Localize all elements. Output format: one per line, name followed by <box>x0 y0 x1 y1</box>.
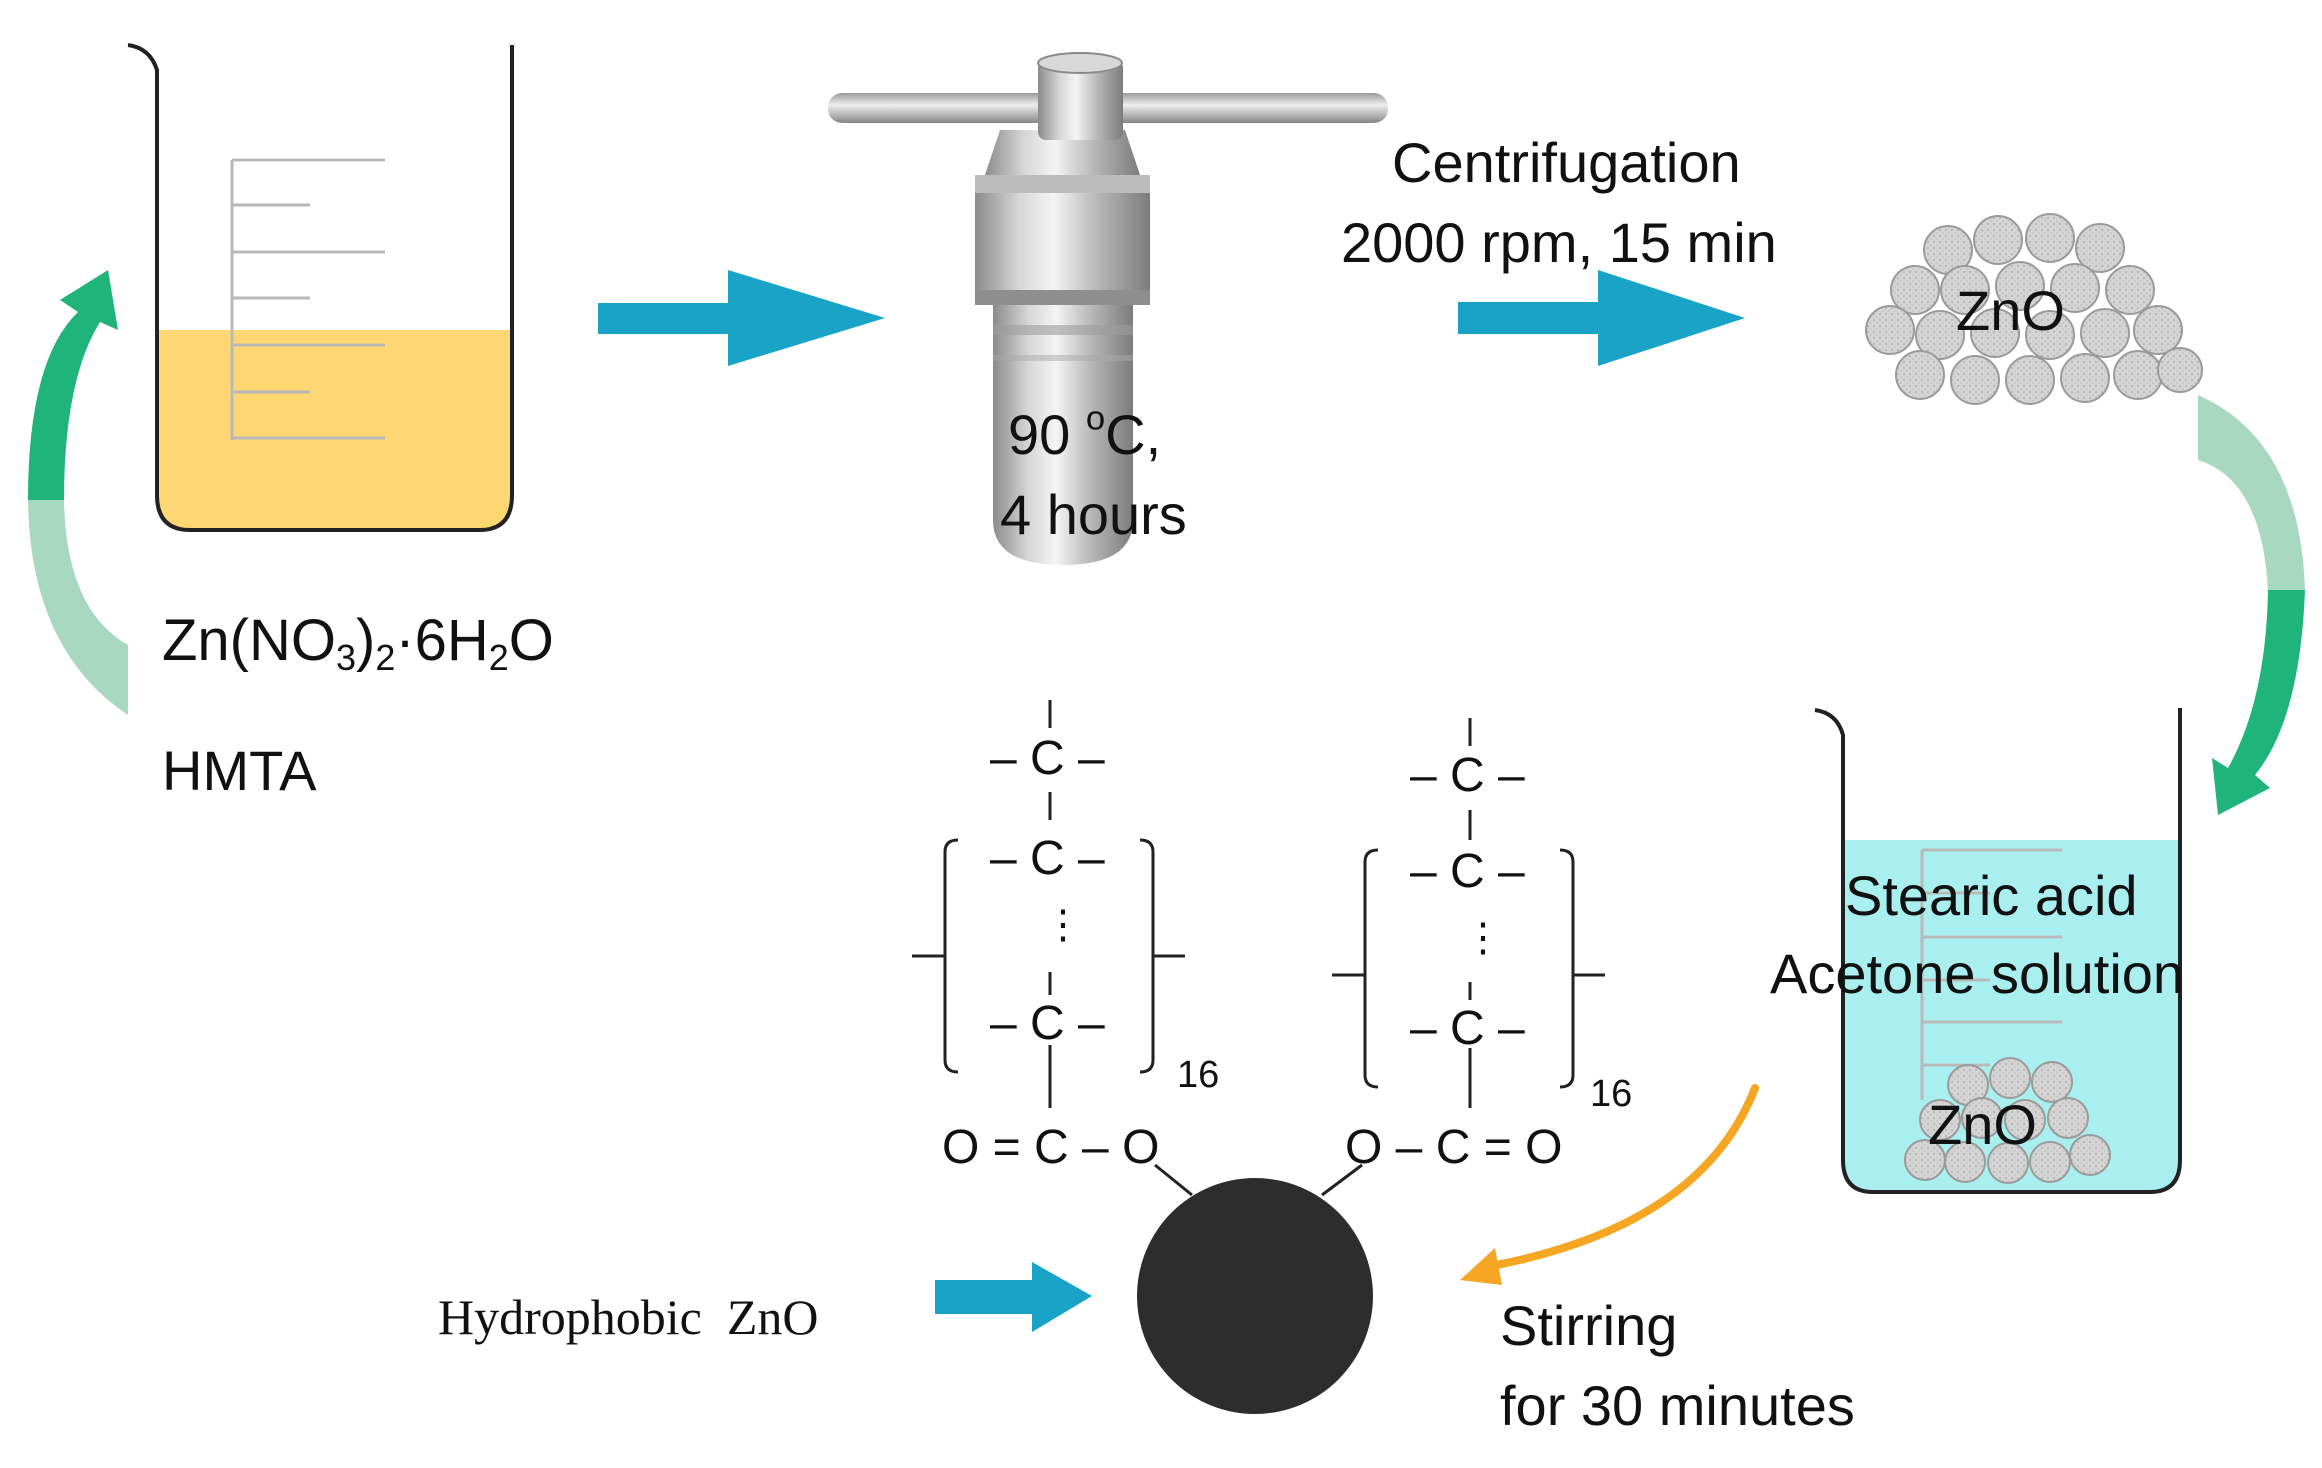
arrow-to-zno <box>1458 270 1745 366</box>
left-cycle-arrow <box>28 270 128 715</box>
solution-acetone: Acetone solution <box>1770 942 2185 1005</box>
right-arrow-green <box>2212 590 2305 815</box>
beaker-cyan-graduations <box>1920 848 2062 1100</box>
zno-core-particle <box>1137 1178 1373 1414</box>
zno-pile-label: ZnO <box>1956 279 2065 342</box>
beaker-zno-label: ZnO <box>1928 1093 2037 1156</box>
precursor-formula: Zn(NO3)2·6H2O <box>162 608 554 679</box>
left-arrow-faded <box>28 500 128 715</box>
product-label: Hydrophobic ZnO <box>438 1289 819 1345</box>
stearic-acid-structures <box>912 700 1605 1197</box>
precursor-hmta: HMTA <box>162 739 317 802</box>
left-chain-carbon-1: – C – <box>990 732 1105 785</box>
arrow-to-autoclave <box>598 270 885 366</box>
beaker-cyan <box>1814 708 2182 1194</box>
left-chain-carbon-2: – C – <box>990 832 1105 885</box>
beaker-yellow-outline <box>127 43 514 532</box>
stirring-arrow <box>1460 1084 1759 1285</box>
arrow-to-product <box>935 1262 1092 1332</box>
autoclave-reactor <box>828 52 1388 565</box>
stirring-arrow-curve <box>1476 1084 1759 1272</box>
left-chain-carbon-3: – C – <box>990 997 1105 1050</box>
left-chain-ellipsis: ⋮ <box>1043 903 1083 947</box>
beaker-yellow-solution <box>157 330 512 530</box>
beaker-yellow <box>127 43 514 532</box>
right-arrow-faded <box>2198 395 2305 590</box>
stirring-arrow-head <box>1460 1248 1502 1285</box>
solution-stearic-acid: Stearic acid <box>1845 864 2138 927</box>
left-chain-carboxyl: O = C – O <box>942 1121 1160 1174</box>
beaker-yellow-graduations <box>230 158 385 440</box>
right-chain-carbon-2: – C – <box>1410 845 1525 898</box>
centrifugation-title: Centrifugation <box>1392 131 1741 194</box>
left-chain-count: 16 <box>1177 1054 1220 1096</box>
right-chain-carbon-3: – C – <box>1410 1002 1525 1055</box>
autoclave-time: 4 hours <box>1000 483 1187 546</box>
right-chain-carboxyl: O – C = O <box>1345 1121 1563 1174</box>
stirring-label: Stirring <box>1500 1294 1678 1357</box>
right-chain-carbon-1: – C – <box>1410 749 1525 802</box>
centrifugation-params: 2000 rpm, 15 min <box>1341 211 1777 274</box>
right-chain-ellipsis: ⋮ <box>1463 916 1503 960</box>
beaker-cyan-particles <box>1904 1057 2111 1184</box>
right-chain-count: 16 <box>1590 1073 1633 1115</box>
right-cycle-arrow <box>2198 395 2305 815</box>
zno-particle-pile <box>1865 213 2203 405</box>
left-arrow-green <box>28 270 118 500</box>
beaker-cyan-outline <box>1814 708 2182 1194</box>
stirring-duration: for 30 minutes <box>1500 1374 1855 1437</box>
autoclave-temperature: 90 oC, <box>1008 399 1162 466</box>
